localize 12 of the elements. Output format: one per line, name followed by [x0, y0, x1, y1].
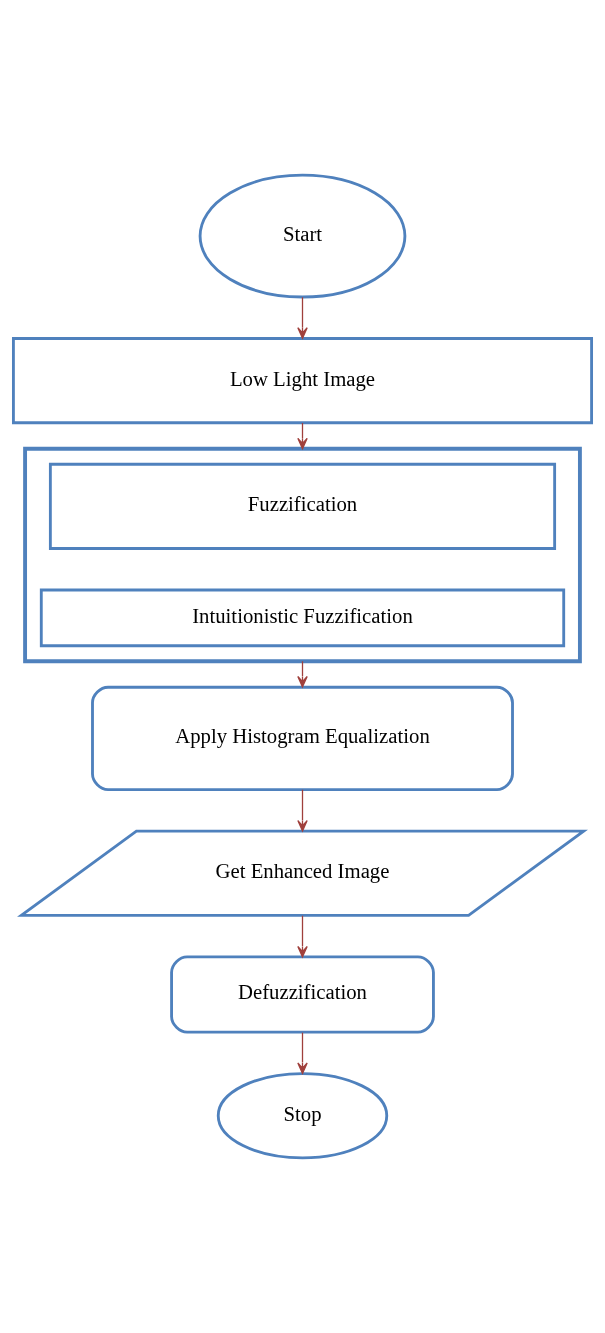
cluster: [23, 446, 582, 664]
arrow: [297, 1032, 308, 1075]
node-box: Defuzzification: [170, 955, 435, 1034]
node-box: Intuitionistic Fuzzification: [39, 588, 566, 648]
node-ellipse: Start: [198, 173, 407, 299]
node-box: Fuzzification: [48, 462, 557, 550]
node-box: Apply Histogram Equalization: [91, 685, 514, 792]
node-box: Low Light Image: [12, 337, 593, 425]
arrow: [297, 789, 308, 832]
arrow: [297, 296, 308, 339]
arrow: [297, 915, 308, 958]
node-ellipse: Stop: [216, 1072, 389, 1160]
